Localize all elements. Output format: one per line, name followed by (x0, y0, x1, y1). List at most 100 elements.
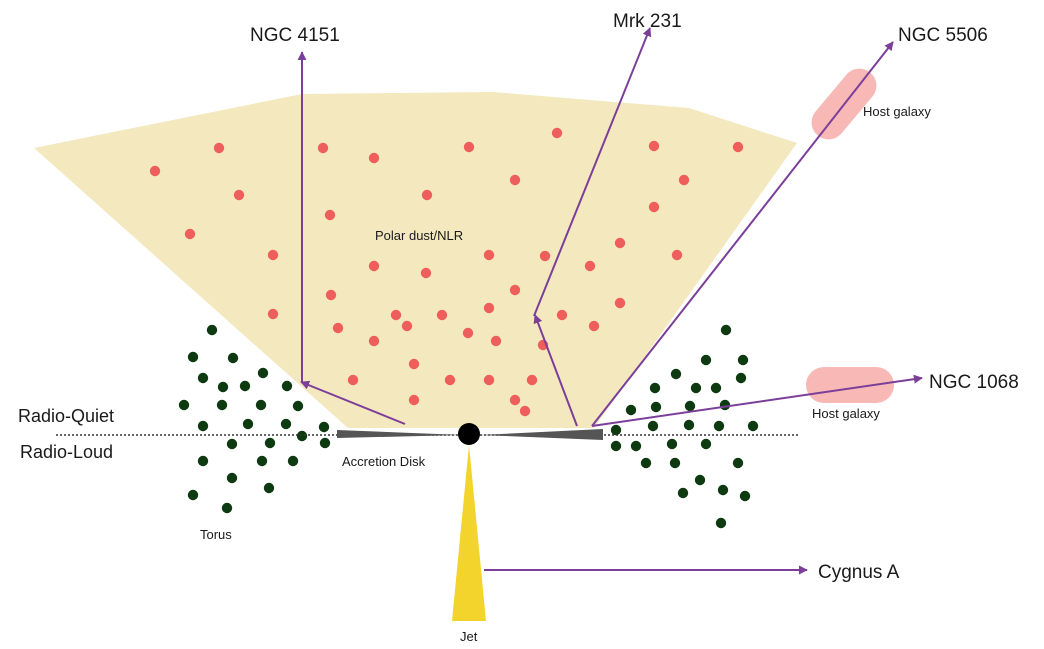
dust-cloud-dot (267, 308, 279, 320)
torus-cloud-dot (187, 351, 199, 363)
torus-cloud-dot (216, 399, 228, 411)
label-host-galaxy-right: Host galaxy (812, 406, 880, 421)
torus-cloud-dot (735, 372, 747, 384)
dust-cloud-dot (526, 374, 538, 386)
dust-cloud-dot (648, 140, 660, 152)
torus-cloud-dot (292, 400, 304, 412)
dust-cloud-dot (483, 302, 495, 314)
black-hole (458, 423, 480, 445)
torus-cloud-dot (719, 399, 731, 411)
torus-cloud-dot (700, 438, 712, 450)
dust-cloud-dot (509, 284, 521, 296)
dust-cloud-dot (648, 201, 660, 213)
torus-cloud-dot (666, 438, 678, 450)
torus-cloud-dot (318, 421, 330, 433)
dust-cloud-dot (614, 237, 626, 249)
torus-cloud-dot (257, 367, 269, 379)
torus-cloud-dot (710, 382, 722, 394)
torus-clouds (178, 324, 759, 529)
torus-cloud-dot (649, 382, 661, 394)
torus-cloud-dot (677, 487, 689, 499)
torus-cloud-dot (715, 517, 727, 529)
torus-cloud-dot (720, 324, 732, 336)
label-ngc4151: NGC 4151 (250, 25, 340, 46)
torus-cloud-dot (197, 420, 209, 432)
torus-cloud-dot (227, 352, 239, 364)
dust-cloud-dot (368, 335, 380, 347)
dust-cloud-dot (551, 127, 563, 139)
torus-cloud-dot (226, 438, 238, 450)
label-ngc1068: NGC 1068 (929, 372, 1019, 393)
dust-cloud-dot (519, 405, 531, 417)
dust-cloud-dot (184, 228, 196, 240)
torus-cloud-dot (226, 472, 238, 484)
torus-cloud-dot (239, 380, 251, 392)
arrow-mrk231-bounce (533, 314, 578, 427)
host-galaxy-right (806, 367, 894, 403)
torus-cloud-dot (187, 489, 199, 501)
dust-cloud-dot (267, 249, 279, 261)
label-mrk231: Mrk 231 (613, 11, 682, 32)
torus-cloud-dot (625, 404, 637, 416)
dust-cloud-dot (347, 374, 359, 386)
dust-cloud-dot (462, 327, 474, 339)
torus-cloud-dot (178, 399, 190, 411)
label-host-galaxy-top: Host galaxy (863, 104, 931, 119)
jet (452, 445, 486, 621)
dust-cloud-dot (401, 320, 413, 332)
torus-cloud-dot (694, 474, 706, 486)
dust-cloud-dot (149, 165, 161, 177)
torus-cloud-dot (217, 381, 229, 393)
torus-cloud-dot (670, 368, 682, 380)
torus-cloud-dot (296, 430, 308, 442)
torus-cloud-dot (737, 354, 749, 366)
label-polar-dust: Polar dust/NLR (375, 228, 463, 243)
dust-cloud-dot (444, 374, 456, 386)
dust-cloud-dot (584, 260, 596, 272)
dust-cloud-dot (556, 309, 568, 321)
arrow-ngc1068 (591, 374, 923, 427)
label-radio-loud: Radio-Loud (20, 442, 113, 462)
dust-cloud-dot (483, 249, 495, 261)
torus-cloud-dot (206, 324, 218, 336)
dust-cloud-dot (325, 289, 337, 301)
torus-cloud-dot (713, 420, 725, 432)
dust-cloud-dot (588, 320, 600, 332)
dust-cloud-dot (490, 335, 502, 347)
torus-cloud-dot (610, 440, 622, 452)
torus-cloud-dot (739, 490, 751, 502)
torus-cloud-dot (610, 424, 622, 436)
torus-cloud-dot (256, 455, 268, 467)
torus-cloud-dot (747, 420, 759, 432)
dust-cloud-dot (483, 374, 495, 386)
dust-cloud-dot (408, 394, 420, 406)
torus-cloud-dot (280, 418, 292, 430)
dust-cloud-dot (408, 358, 420, 370)
torus-cloud-dot (717, 484, 729, 496)
torus-cloud-dot (281, 380, 293, 392)
torus-cloud-dot (221, 502, 233, 514)
dust-cloud-dot (213, 142, 225, 154)
dust-cloud-dot (678, 174, 690, 186)
dust-cloud-dot (317, 142, 329, 154)
arrow-ngc5506 (591, 41, 894, 427)
dust-cloud-dot (509, 394, 521, 406)
torus-cloud-dot (263, 482, 275, 494)
torus-cloud-dot (732, 457, 744, 469)
torus-cloud-dot (683, 419, 695, 431)
dust-cloud-dot (368, 152, 380, 164)
accretion-disk-left (337, 430, 462, 438)
dust-cloud-dot (420, 267, 432, 279)
torus-cloud-dot (640, 457, 652, 469)
accretion-disk-right (480, 429, 603, 440)
dust-cloud-dot (421, 189, 433, 201)
torus-cloud-dot (700, 354, 712, 366)
dust-cloud-dot (436, 309, 448, 321)
label-cygnus-a: Cygnus A (818, 562, 900, 583)
polar-dust-region (34, 92, 797, 428)
dust-cloud-dot (368, 260, 380, 272)
torus-cloud-dot (650, 401, 662, 413)
dust-cloud-dot (539, 250, 551, 262)
